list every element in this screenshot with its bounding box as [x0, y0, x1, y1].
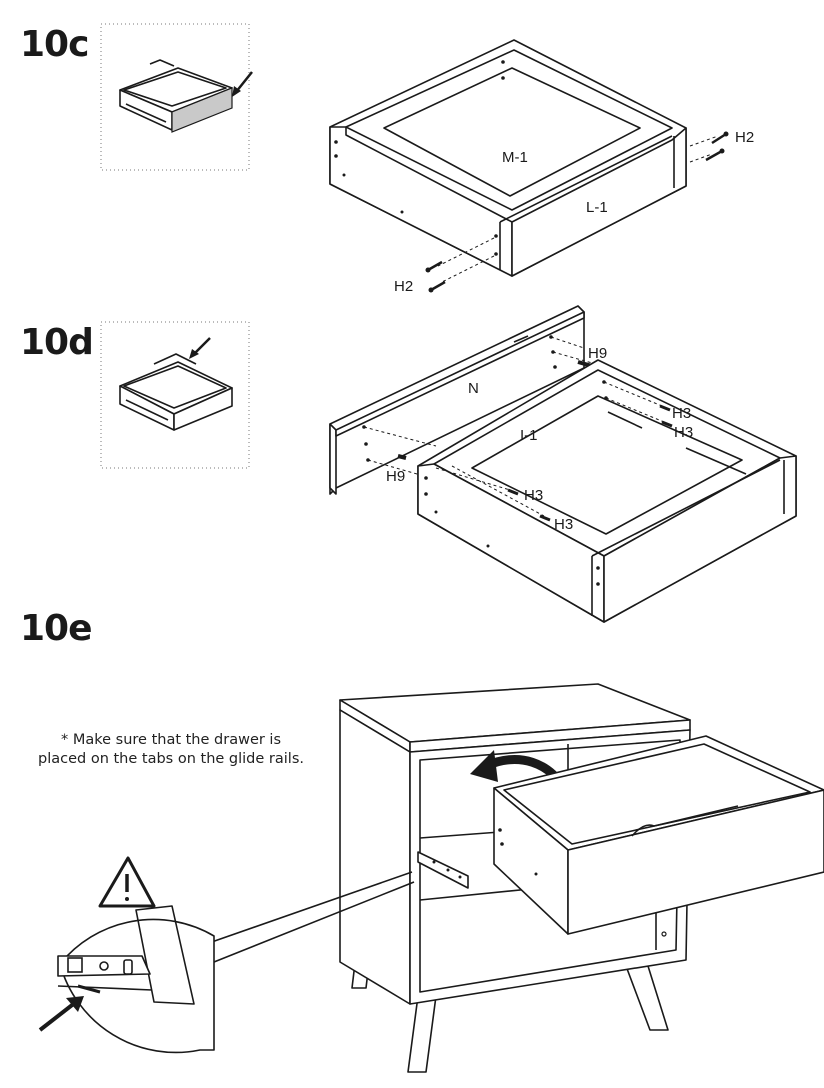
hardware-label-h3-c: H3 [524, 487, 543, 504]
hardware-label-h3-a: H3 [672, 405, 691, 422]
step-10c-heading: 10c [20, 24, 89, 65]
step-10c-thumbnail [100, 23, 253, 171]
step-10e-detail-inset [38, 856, 415, 1054]
hardware-label-h3-d: H3 [554, 516, 573, 533]
drawer-note-line-2: placed on the tabs on the glide rails. [38, 751, 304, 767]
part-label-n: N [468, 380, 479, 397]
hardware-label-h9-bottom: H9 [386, 468, 405, 485]
warning-triangle-icon [98, 856, 156, 908]
step-10c-drawer-box: M-1 L-1 H2 H2 [329, 39, 754, 295]
pointer-arrow-icon [235, 71, 253, 93]
drawer-note-line-1: * Make sure that the drawer is [60, 732, 282, 748]
step-10e-heading: 10e [20, 608, 93, 649]
drawer-note: * Make sure that the drawer is placed on… [18, 731, 324, 769]
step-10d-thumbnail [100, 321, 250, 469]
part-label-i1: I-1 [520, 427, 538, 444]
hardware-label-h2-left: H2 [394, 278, 413, 295]
part-label-m1: M-1 [502, 149, 528, 166]
step-10d-drawer-box: I-1 H3 H3 H3 H3 [417, 359, 797, 623]
pointer-arrow-icon [38, 1000, 78, 1032]
step-10e-drawer [493, 735, 824, 935]
hardware-label-h9-top: H9 [588, 345, 607, 362]
hardware-label-h2-right: H2 [735, 129, 754, 146]
hardware-label-h3-b: H3 [674, 424, 693, 441]
part-label-l1: L-1 [586, 199, 608, 216]
step-10d-heading: 10d [20, 322, 94, 363]
